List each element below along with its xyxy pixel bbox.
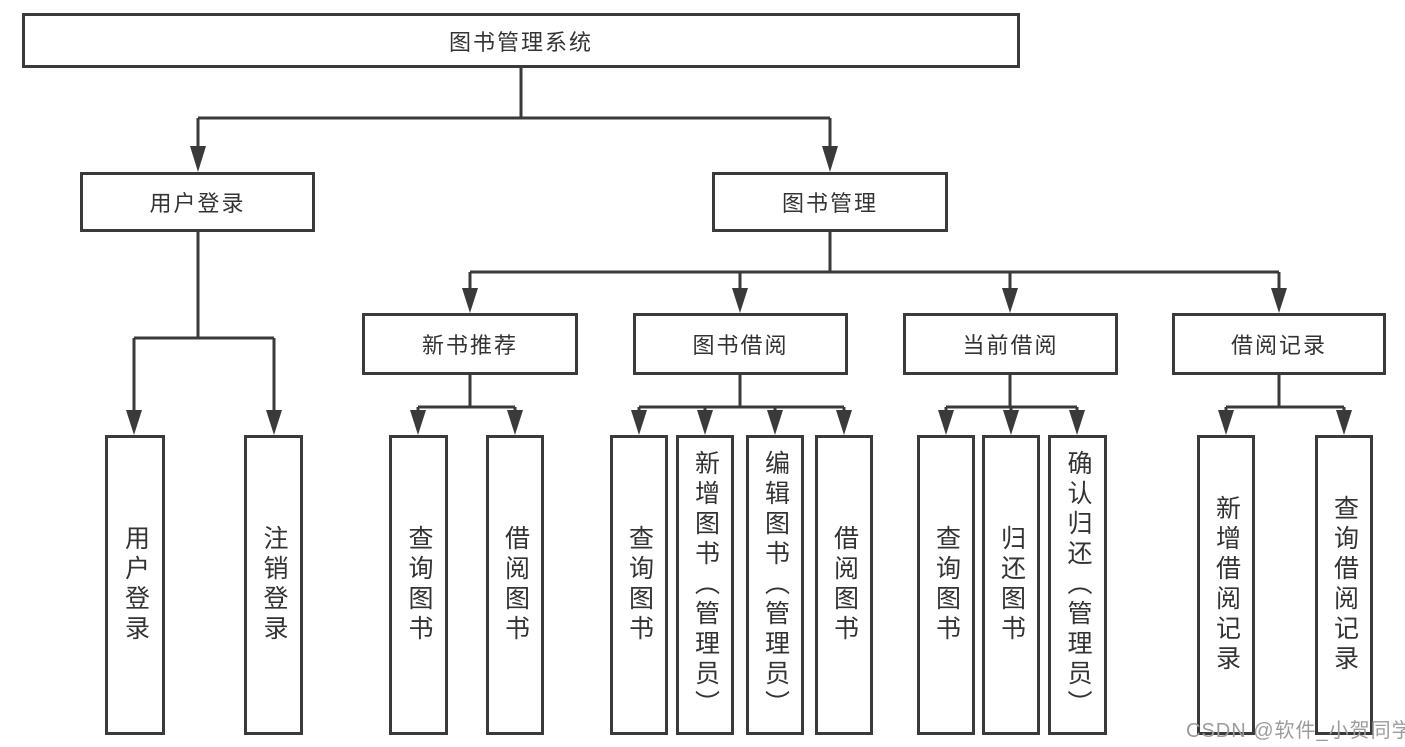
leaf-label: 查询借阅记录 bbox=[1330, 495, 1359, 675]
leaf-label: 查询图书 bbox=[932, 525, 961, 645]
leaf-query-books-recommend: 查询图书 bbox=[389, 435, 448, 735]
node-current-borrowing: 当前借阅 bbox=[903, 313, 1118, 375]
node-book-management-system: 图书管理系统 bbox=[22, 13, 1020, 68]
leaf-label: 查询图书 bbox=[625, 525, 654, 645]
leaf-add-books-admin: 新增图书（管理员） bbox=[676, 435, 734, 735]
leaf-user-login: 用户登录 bbox=[105, 435, 165, 735]
leaf-label: 借阅图书 bbox=[501, 525, 530, 645]
node-user-login: 用户登录 bbox=[80, 172, 315, 232]
leaf-label: 编辑图书（管理员） bbox=[761, 450, 790, 720]
node-label: 借阅记录 bbox=[1230, 333, 1327, 358]
node-new-book-recommendation: 新书推荐 bbox=[362, 313, 578, 375]
node-label: 图书借阅 bbox=[692, 333, 789, 358]
node-book-management: 图书管理 bbox=[712, 172, 948, 232]
leaf-edit-books-admin: 编辑图书（管理员） bbox=[746, 435, 804, 735]
node-label: 新书推荐 bbox=[421, 333, 518, 358]
leaf-logout: 注销登录 bbox=[244, 435, 303, 735]
leaf-label: 归还图书 bbox=[997, 525, 1026, 645]
node-label: 图书管理系统 bbox=[448, 29, 593, 55]
node-borrowing-records: 借阅记录 bbox=[1172, 313, 1386, 375]
leaf-label: 借阅图书 bbox=[830, 525, 859, 645]
leaf-label: 用户登录 bbox=[121, 525, 150, 645]
leaf-query-books-current: 查询图书 bbox=[917, 435, 975, 735]
node-book-borrowing: 图书借阅 bbox=[633, 313, 848, 375]
node-label: 用户登录 bbox=[149, 191, 246, 216]
leaf-label: 新增借阅记录 bbox=[1212, 495, 1241, 675]
leaf-return-books: 归还图书 bbox=[982, 435, 1040, 735]
leaf-label: 确认归还（管理员） bbox=[1064, 450, 1092, 720]
leaf-borrow-books-recommend: 借阅图书 bbox=[486, 435, 544, 735]
watermark: CSDN @软件_小贺同学 bbox=[1186, 720, 1405, 742]
node-label: 当前借阅 bbox=[962, 333, 1059, 358]
leaf-label: 注销登录 bbox=[260, 525, 288, 645]
node-label: 图书管理 bbox=[781, 191, 878, 216]
leaf-query-books-borrowing: 查询图书 bbox=[610, 435, 668, 735]
leaf-query-borrow-record: 查询借阅记录 bbox=[1315, 435, 1373, 735]
leaf-label: 新增图书（管理员） bbox=[691, 450, 720, 720]
leaf-label: 查询图书 bbox=[405, 525, 433, 645]
leaf-borrow-books: 借阅图书 bbox=[815, 435, 873, 735]
leaf-add-borrow-record: 新增借阅记录 bbox=[1197, 435, 1255, 735]
leaf-confirm-return-admin: 确认归还（管理员） bbox=[1048, 435, 1107, 735]
